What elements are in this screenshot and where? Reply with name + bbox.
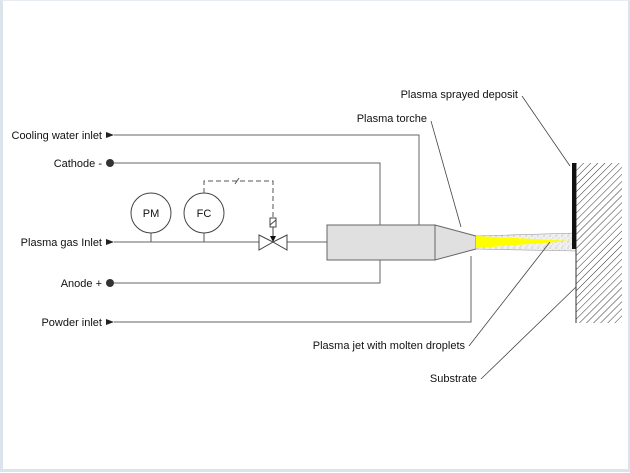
cathode-line [106,159,381,225]
substrate [575,163,622,323]
powder-line [106,256,472,325]
plasma-jet [475,232,577,252]
sprayed-deposit [572,163,576,249]
callout-deposit: Plasma sprayed deposit [401,89,518,101]
callout-substrate: Substrate [430,373,477,385]
instrument-fc: FC [183,192,225,242]
label-anode: Anode + [61,278,102,290]
arrow-icon [106,132,114,138]
terminal-dot-icon [106,279,114,287]
instrument-pm: PM [130,192,172,242]
terminal-dot-icon [106,159,114,167]
signal-tick [234,177,240,185]
label-plasma-gas: Plasma gas Inlet [21,237,102,249]
cooling-water-line [106,132,420,225]
arrow-icon [106,239,114,245]
plasma-spray-diagram: PM FC Cooling water inlet Cathode - Plas… [12,89,622,385]
arrow-icon [106,319,114,325]
anode-line [106,260,381,287]
label-powder: Powder inlet [41,317,102,329]
plasma-torch [326,224,477,261]
instrument-pm-label: PM [143,208,160,220]
callout-torche: Plasma torche [357,113,427,125]
label-cooling-water: Cooling water inlet [12,130,103,142]
plasma-gas-line [106,239,327,245]
control-signal-line [203,180,274,218]
label-cathode: Cathode - [54,158,103,170]
callout-jet: Plasma jet with molten droplets [313,340,466,352]
valve-icon [258,234,288,251]
instrument-fc-label: FC [197,208,212,220]
